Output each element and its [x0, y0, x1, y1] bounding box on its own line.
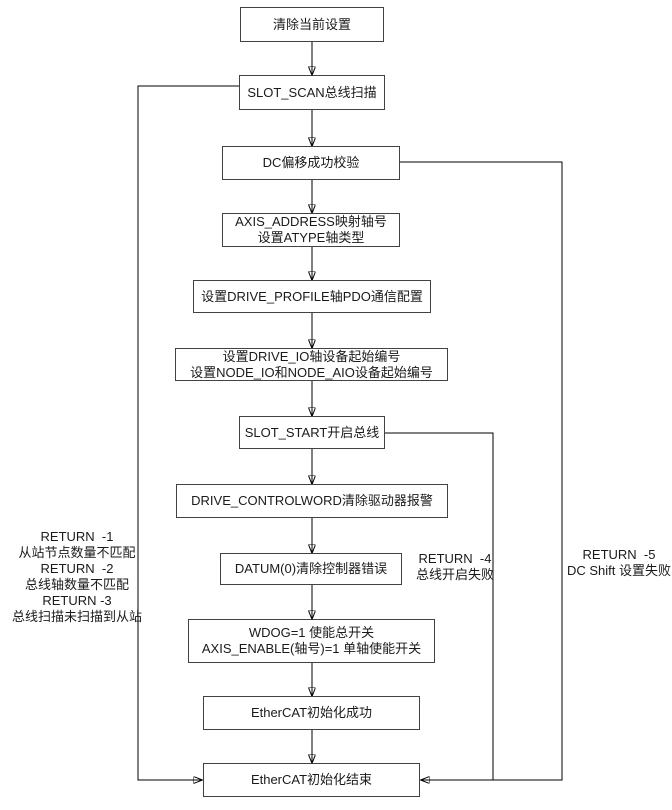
- node-wdog-enable-text-line2: AXIS_ENABLE(轴号)=1 单轴使能开关: [201, 641, 422, 656]
- node-clear-settings-text: 清除当前设置: [272, 16, 351, 32]
- node-init-end: EtherCAT初始化结束: [203, 763, 420, 797]
- label-return-4-line2: 总线开启失败: [415, 567, 494, 582]
- node-drive-io: 设置DRIVE_IO轴设备起始编号 设置NODE_IO和NODE_AIO设备起始…: [175, 348, 448, 381]
- node-wdog-enable: WDOG=1 使能总开关 AXIS_ENABLE(轴号)=1 单轴使能开关: [188, 619, 435, 663]
- node-wdog-enable-text-line1: WDOG=1 使能总开关: [248, 625, 375, 640]
- label-return-4-line1: RETURN -4: [418, 551, 492, 566]
- node-drive-profile-text: 设置DRIVE_PROFILE轴PDO通信配置: [201, 288, 423, 304]
- node-datum-clear: DATUM(0)清除控制器错误: [220, 553, 402, 585]
- node-drive-controlword: DRIVE_CONTROLWORD清除驱动器报警: [176, 484, 448, 518]
- label-return-5-line2: DC Shift 设置失败: [567, 563, 672, 578]
- node-slot-scan: SLOT_SCAN总线扫描: [239, 75, 385, 110]
- node-slot-start-text: SLOT_START开启总线: [244, 424, 380, 440]
- node-init-end-text: EtherCAT初始化结束: [250, 772, 373, 787]
- node-drive-controlword-text: DRIVE_CONTROLWORD清除驱动器报警: [191, 493, 433, 508]
- connector-bus-start-return: [384, 432, 494, 780]
- label-return-4: RETURN -4 总线开启失败: [405, 551, 505, 583]
- label-scan-errors-line4: 总线轴数量不匹配: [24, 577, 129, 592]
- label-scan-errors-line5: RETURN -3: [42, 593, 112, 608]
- label-return-5-line1: RETURN -5: [582, 547, 656, 562]
- node-dc-offset-check: DC偏移成功校验: [222, 146, 400, 180]
- label-scan-errors-line2: 从站节点数量不匹配: [18, 545, 136, 560]
- label-return-5: RETURN -5 DC Shift 设置失败: [567, 547, 671, 579]
- node-slot-start: SLOT_START开启总线: [239, 416, 385, 449]
- node-slot-scan-text: SLOT_SCAN总线扫描: [247, 84, 377, 100]
- node-init-success: EtherCAT初始化成功: [203, 696, 420, 730]
- node-dc-offset-check-text: DC偏移成功校验: [262, 155, 360, 170]
- node-datum-clear-text: DATUM(0)清除控制器错误: [234, 561, 388, 576]
- label-scan-errors-line6: 总线扫描未扫描到从站: [11, 609, 142, 624]
- node-drive-io-text-line2: 设置NODE_IO和NODE_AIO设备起始编号: [190, 364, 433, 380]
- label-scan-errors: RETURN -1 从站节点数量不匹配 RETURN -2 总线轴数量不匹配 R…: [4, 529, 150, 625]
- connector-dc-shift-return: [400, 161, 563, 780]
- node-init-success-text: EtherCAT初始化成功: [250, 705, 373, 720]
- node-drive-io-text-line1: 设置DRIVE_IO轴设备起始编号: [222, 348, 401, 364]
- label-scan-errors-line3: RETURN -2: [40, 561, 114, 576]
- node-axis-address: AXIS_ADDRESS映射轴号 设置ATYPE轴类型: [222, 213, 400, 247]
- label-scan-errors-line1: RETURN -1: [40, 529, 114, 544]
- node-drive-profile: 设置DRIVE_PROFILE轴PDO通信配置: [193, 280, 431, 313]
- node-axis-address-text-line2: 设置ATYPE轴类型: [257, 230, 365, 245]
- node-clear-settings: 清除当前设置: [240, 7, 384, 42]
- connector-scan-error-return: [137, 85, 239, 780]
- node-axis-address-text-line1: AXIS_ADDRESS映射轴号: [235, 214, 387, 229]
